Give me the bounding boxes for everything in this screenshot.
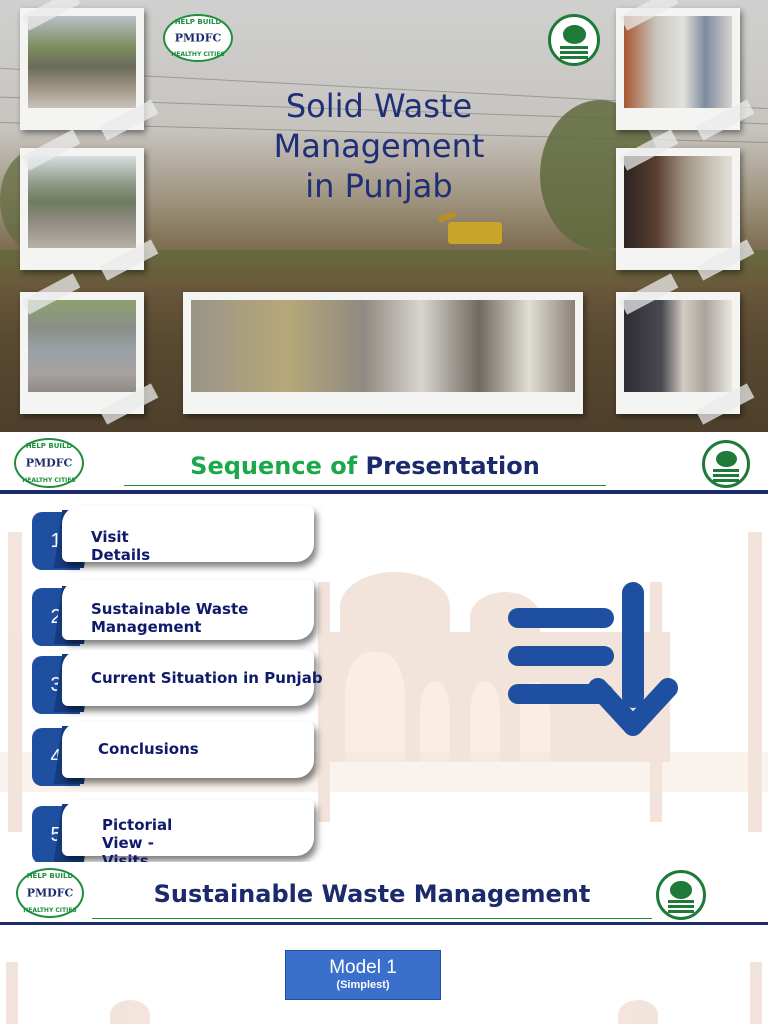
photo-frame: [20, 292, 144, 414]
header-bar: [0, 490, 768, 494]
presentation-photo: [624, 156, 732, 248]
agenda-label: Visit Details: [91, 528, 151, 564]
logo-ring-bottom: HEALTHY CITIES: [171, 51, 225, 58]
logo-name: PMDFC: [26, 886, 74, 900]
slide-title-heading: Sustainable Waste Management: [153, 880, 591, 908]
slide-sequence: HELP BUILD PMDFC HEALTHY CITIES Sequence…: [0, 432, 768, 862]
logo-ring-top: HELP BUILD: [25, 442, 73, 450]
waste-dump-photo: [28, 300, 136, 392]
logo-name: PMDFC: [25, 456, 73, 470]
model-subtitle: (Simplest): [336, 979, 390, 991]
title-line: Solid Waste: [285, 87, 473, 125]
model-1-box: Model 1 (Simplest): [285, 950, 441, 1000]
title-line: in Punjab: [305, 167, 453, 205]
presentation-title: Solid Waste Management in Punjab: [234, 86, 524, 206]
agenda-label: Sustainable Waste Management: [91, 600, 249, 636]
site-visit-photo: [191, 300, 575, 392]
photo-frame: [616, 148, 740, 270]
slide-title: Solid Waste Management in Punjab HELP BU…: [0, 0, 768, 432]
logo-ring-top: HELP BUILD: [26, 872, 74, 880]
pmdfc-logo: HELP BUILD PMDFC HEALTHY CITIES: [163, 14, 233, 62]
slide-title-heading: Sequence of Presentation: [124, 452, 606, 480]
photo-frame: [20, 8, 144, 130]
logo-name: PMDFC: [174, 31, 222, 45]
title-underline: [124, 485, 606, 486]
office-corridor-photo: [624, 16, 732, 108]
photo-frame: [20, 148, 144, 270]
slide-header: [0, 432, 768, 490]
mosque-background: [0, 932, 768, 1024]
road-photo: [28, 156, 136, 248]
title-part-green: Sequence of: [190, 452, 358, 480]
pmdfc-logo: HELP BUILD PMDFC HEALTHY CITIES: [16, 868, 84, 918]
header-bar: [0, 922, 768, 925]
sort-down-list-icon: [508, 582, 678, 736]
agenda-label: Conclusions: [98, 740, 199, 758]
excavator-shape: [448, 222, 502, 244]
punjab-seal-icon: [702, 440, 750, 488]
photo-frame: [183, 292, 583, 414]
logo-ring-top: HELP BUILD: [174, 18, 222, 26]
title-line: Management: [273, 127, 485, 165]
punjab-seal-icon: [548, 14, 600, 66]
photo-frame: [616, 292, 740, 414]
title-underline: [92, 918, 652, 919]
logo-ring-bottom: HEALTHY CITIES: [23, 907, 77, 914]
model-title: Model 1: [329, 957, 397, 978]
meeting-photo: [624, 300, 732, 392]
punjab-seal-icon: [656, 870, 706, 920]
street-photo: [28, 16, 136, 108]
logo-ring-bottom: HEALTHY CITIES: [22, 477, 76, 484]
pmdfc-logo: HELP BUILD PMDFC HEALTHY CITIES: [14, 438, 84, 488]
slide-sustainable-waste: HELP BUILD PMDFC HEALTHY CITIES Sustaina…: [0, 862, 768, 1024]
agenda-label: Pictorial View - Visits: [102, 816, 173, 862]
agenda-label: Current Situation in Punjab: [91, 669, 323, 687]
photo-frame: [616, 8, 740, 130]
title-part-navy: Presentation: [365, 452, 540, 480]
